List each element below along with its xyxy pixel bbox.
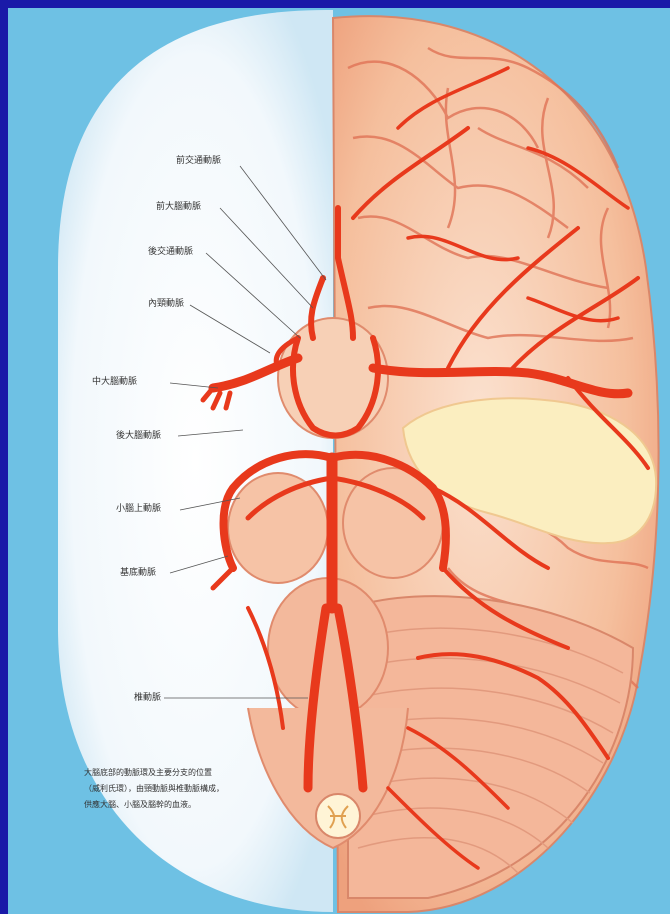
illustration-plate: 前交通動脈 前大腦動脈 後交通動脈 內頸動脈 中大腦動脈 後大腦動脈 小腦上動脈…: [8, 8, 670, 914]
label-vertebral-artery: 椎動脈: [134, 693, 161, 704]
label-anterior-cerebral-artery: 前大腦動脈: [156, 202, 201, 213]
spinal-cord-section: [316, 794, 360, 838]
label-posterior-cerebral-artery: 後大腦動脈: [116, 431, 161, 442]
label-anterior-communicating-artery: 前交通動脈: [176, 156, 221, 167]
caption-line: 大腦底部的動脈環及主要分支的位置: [84, 765, 284, 781]
label-middle-cerebral-artery: 中大腦動脈: [92, 377, 137, 388]
label-posterior-communicating-artery: 後交通動脈: [148, 247, 193, 258]
figure-caption: 大腦底部的動脈環及主要分支的位置 （威利氏環），由頸動脈與椎動脈構成， 供應大腦…: [84, 765, 284, 813]
caption-line: 供應大腦、小腦及腦幹的血液。: [84, 797, 284, 813]
label-internal-carotid-artery: 內頸動脈: [148, 299, 184, 310]
label-superior-cerebellar-artery: 小腦上動脈: [116, 504, 161, 515]
caption-line: （威利氏環），由頸動脈與椎動脈構成，: [84, 781, 284, 797]
label-basilar-artery: 基底動脈: [120, 568, 156, 579]
